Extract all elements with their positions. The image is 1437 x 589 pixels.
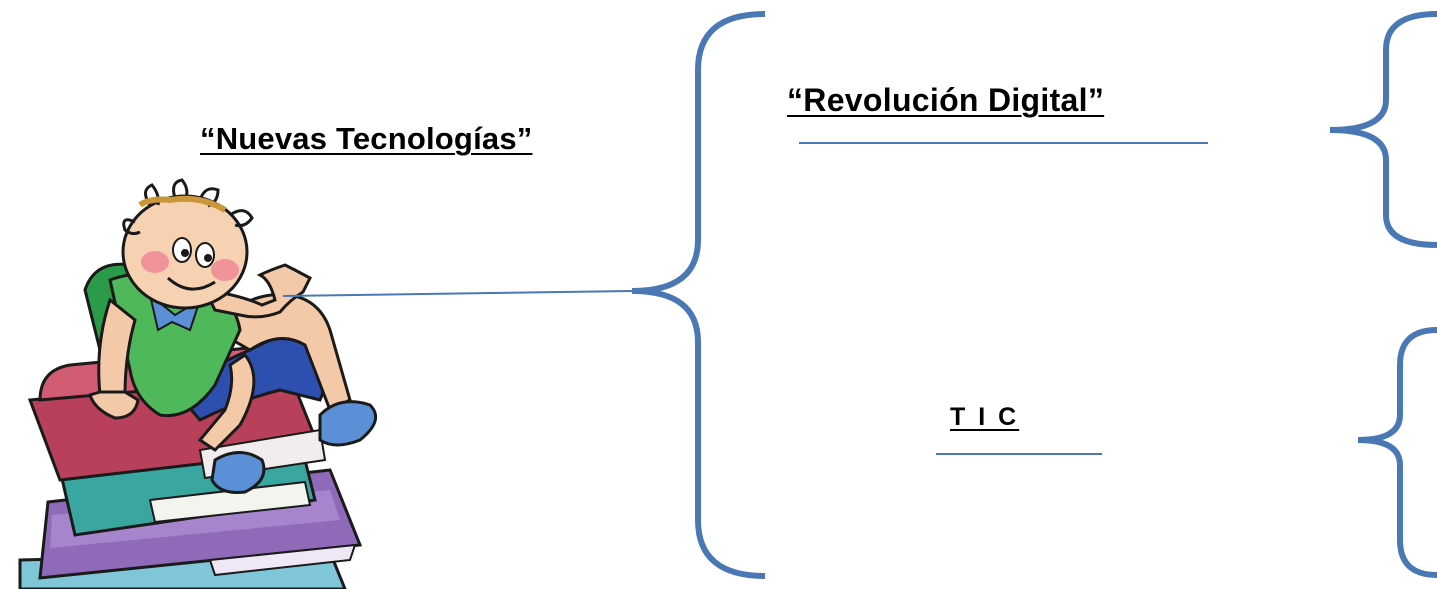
root-node-title: “Nuevas Tecnologías” — [200, 121, 533, 156]
lower-right-brace — [1357, 327, 1437, 578]
branch-tic-title: T I C — [950, 403, 1020, 431]
upper-right-brace — [1329, 11, 1437, 248]
branch-revolucion-digital-title: “Revolución Digital” — [787, 82, 1105, 118]
root-connector-line — [282, 290, 633, 297]
main-brace — [631, 11, 766, 579]
